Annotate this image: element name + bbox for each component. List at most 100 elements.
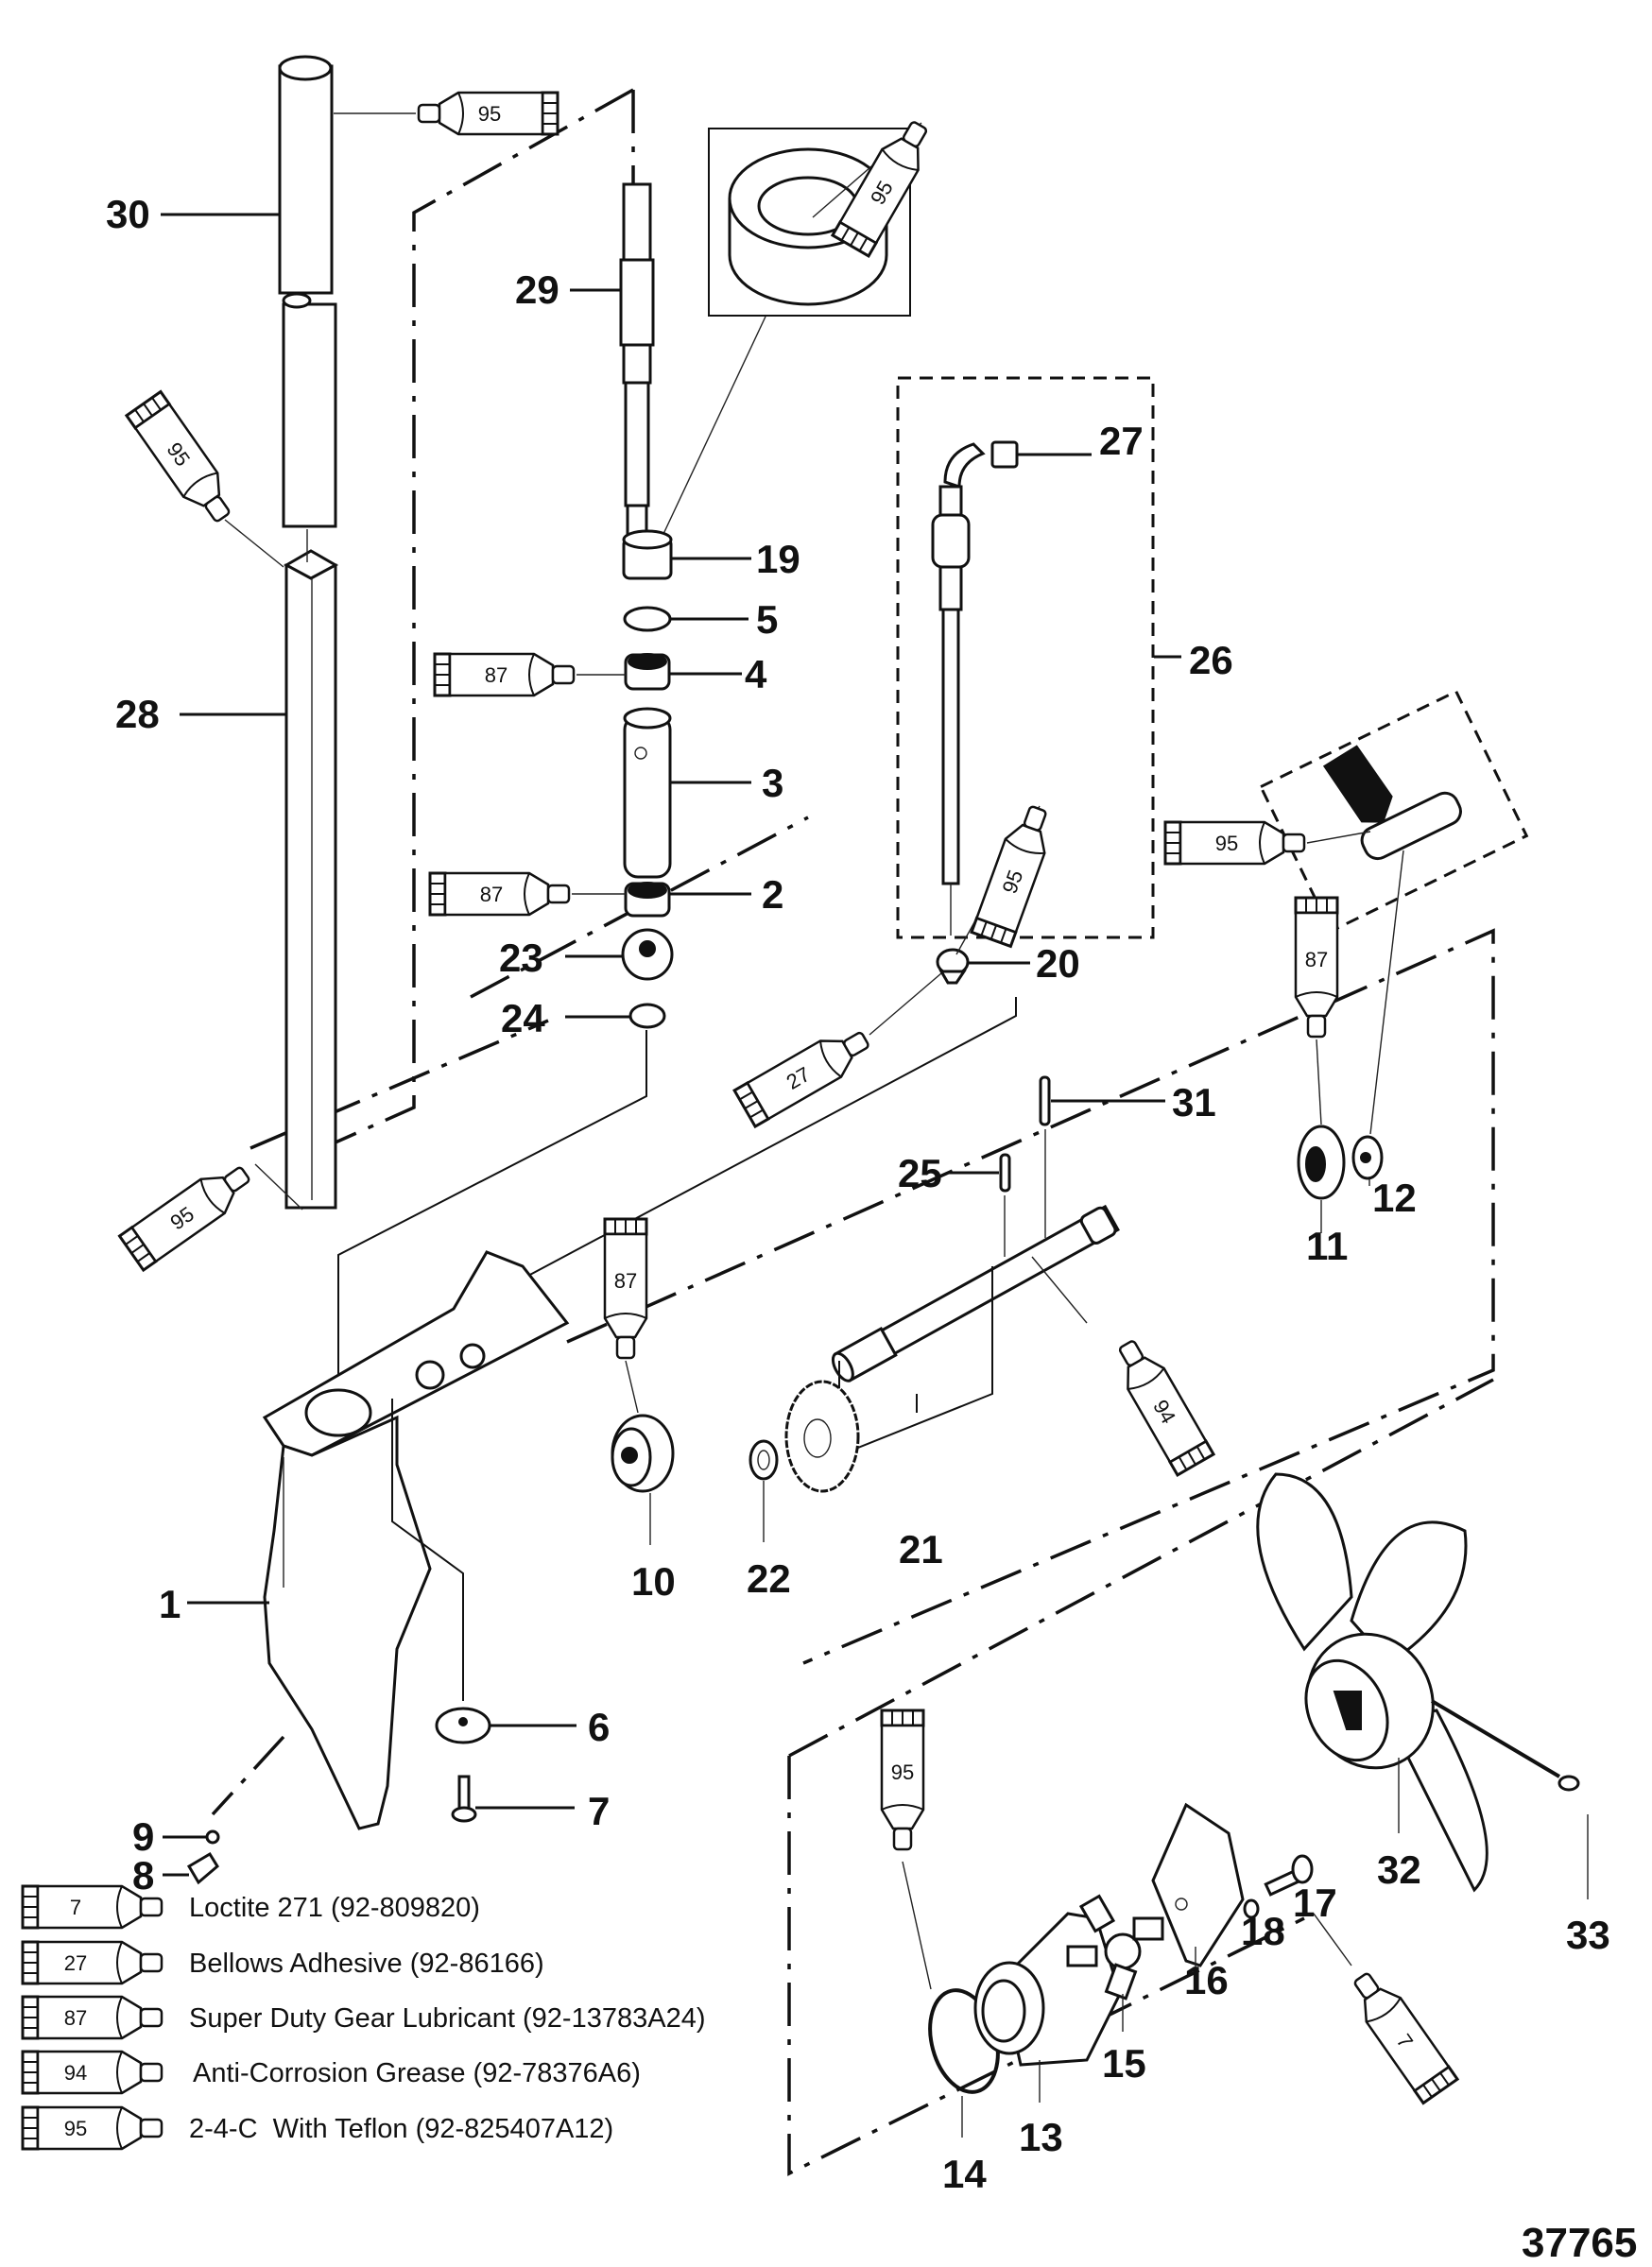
callout-13: 13 <box>1019 2115 1063 2159</box>
legend-item: 7 Loctite 271 (92-809820) <box>21 1884 480 1930</box>
callout-1: 1 <box>159 1582 181 1626</box>
svg-text:2-4-C With Teflon (92-825407A: 2-4-C With Teflon (92-825407A12) <box>189 2114 613 2144</box>
sealant-tube-7: 7 <box>1342 1964 1459 2104</box>
sealant-tube-27: 27 <box>732 1019 877 1128</box>
thrust-washer <box>749 1439 779 1481</box>
svg-text:7: 7 <box>70 1896 81 1919</box>
sealant-tube-87: 87 <box>1294 896 1339 1039</box>
assembly-line-propshaft <box>566 928 1495 1665</box>
svg-text:Anti-Corrosion Grease (92-7837: Anti-Corrosion Grease (92-78376A6) <box>193 2058 641 2088</box>
bearing-lower <box>624 882 671 918</box>
bolt <box>1264 1854 1314 1897</box>
sealant-tube-87: 87 <box>433 652 576 697</box>
callout-11: 11 <box>1306 1224 1348 1268</box>
callout-27: 27 <box>1099 419 1144 463</box>
svg-text:94: 94 <box>64 2061 87 2085</box>
callout-9: 9 <box>132 1814 154 1859</box>
callout-33: 33 <box>1566 1913 1610 1957</box>
sealant-tube-95: 95 <box>970 799 1060 948</box>
callout-4: 4 <box>745 652 767 696</box>
callout-2: 2 <box>762 872 783 917</box>
svg-text:95: 95 <box>891 1760 914 1784</box>
legend-item: 95 2-4-C With Teflon (92-825407A12) <box>21 2105 613 2151</box>
cotter-pin <box>1430 1699 1580 1792</box>
washer-bolt <box>1243 1898 1260 1919</box>
callout-28: 28 <box>115 692 160 736</box>
leader-grommet-6 <box>391 1399 464 1701</box>
bearing-upper <box>624 653 671 691</box>
legend-item: 94 Anti-Corrosion Grease (92-78376A6) <box>21 2050 641 2095</box>
callout-10: 10 <box>631 1559 676 1604</box>
sealant-tube-95: 95 <box>880 1709 925 1851</box>
callout-16: 16 <box>1184 1958 1229 2002</box>
assembly-line-driveshaft <box>310 88 635 1156</box>
callout-32: 32 <box>1377 1847 1421 1892</box>
legend-item: 87 Super Duty Gear Lubricant (92-13783A2… <box>21 1995 705 2040</box>
sealant-tube-95: 95 <box>125 390 242 531</box>
callout-8: 8 <box>132 1853 154 1898</box>
callout-leaders <box>161 213 1181 1877</box>
svg-text:87: 87 <box>485 663 508 687</box>
callout-21: 21 <box>899 1527 943 1571</box>
screw-small <box>186 1851 219 1885</box>
sealant-tube-87: 87 <box>428 871 571 917</box>
callout-12: 12 <box>1372 1176 1417 1220</box>
pinion-gear <box>621 928 674 981</box>
callout-17: 17 <box>1293 1881 1337 1925</box>
driveshaft-sleeve <box>623 707 672 879</box>
sealant-tube-95: 95 <box>118 1155 259 1272</box>
callout-20: 20 <box>1036 941 1080 986</box>
svg-text:95: 95 <box>478 102 501 126</box>
svg-text:87: 87 <box>480 883 503 906</box>
callout-18: 18 <box>1241 1909 1285 1953</box>
pump-cover <box>1151 1802 1245 1967</box>
svg-text:87: 87 <box>64 2006 87 2030</box>
washer <box>623 606 672 632</box>
callout-6: 6 <box>588 1705 610 1749</box>
washer-small <box>205 1829 220 1845</box>
callout-5: 5 <box>756 597 778 642</box>
callout-7: 7 <box>588 1789 610 1833</box>
sealant-tube-95: 95 <box>417 91 559 136</box>
grommet-shift <box>936 948 970 985</box>
propshaft-bearing <box>611 1414 675 1493</box>
retaining-ring <box>628 1003 666 1029</box>
callout-15: 15 <box>1102 2041 1146 2086</box>
driveshaft <box>619 182 655 550</box>
svg-text:27: 27 <box>64 1951 87 1975</box>
sealant-legend: 7 Loctite 271 (92-809820) 27 Bellows Adh… <box>21 1884 705 2151</box>
leader-driveshaft-to-housing <box>337 1030 647 1399</box>
callout-26: 26 <box>1189 638 1233 682</box>
legend-item: 27 Bellows Adhesive (92-86166) <box>21 1940 544 1985</box>
sealant-tube-95: 95 <box>831 113 940 258</box>
water-tube <box>283 549 339 1210</box>
propeller <box>1256 1472 1489 1893</box>
callout-23: 23 <box>499 936 543 980</box>
water-pump-base <box>973 1912 1122 2067</box>
oil-seal <box>622 529 673 580</box>
pin <box>999 1153 1011 1193</box>
sealant-tube-95: 95 <box>1163 820 1306 866</box>
callout-14: 14 <box>942 2152 987 2196</box>
svg-text:95: 95 <box>1215 832 1238 855</box>
shift-rod <box>931 442 986 936</box>
callout-29: 29 <box>515 267 559 312</box>
pin-long <box>1039 1075 1051 1126</box>
shift-rod-assembly-box <box>896 376 1155 939</box>
callout-30: 30 <box>106 192 150 236</box>
callout-19: 19 <box>756 537 800 581</box>
sealant-tube-87: 87 <box>603 1217 648 1360</box>
svg-text:87: 87 <box>1305 948 1328 971</box>
screw <box>451 1775 477 1823</box>
svg-text:Bellows Adhesive (92-86166): Bellows Adhesive (92-86166) <box>189 1949 544 1979</box>
grommet <box>435 1707 491 1744</box>
svg-text:87: 87 <box>614 1269 637 1293</box>
bearing-rear <box>1297 1125 1346 1200</box>
svg-text:Super Duty Gear Lubricant (92-: Super Duty Gear Lubricant (92-13783A24) <box>189 2003 705 2034</box>
shift-cam-detail-box <box>1259 689 1529 934</box>
impeller <box>1066 1894 1164 2001</box>
callout-24: 24 <box>501 996 545 1040</box>
svg-text:Loctite 271 (92-809820): Loctite 271 (92-809820) <box>189 1893 480 1923</box>
seal-rear <box>1351 1135 1384 1180</box>
